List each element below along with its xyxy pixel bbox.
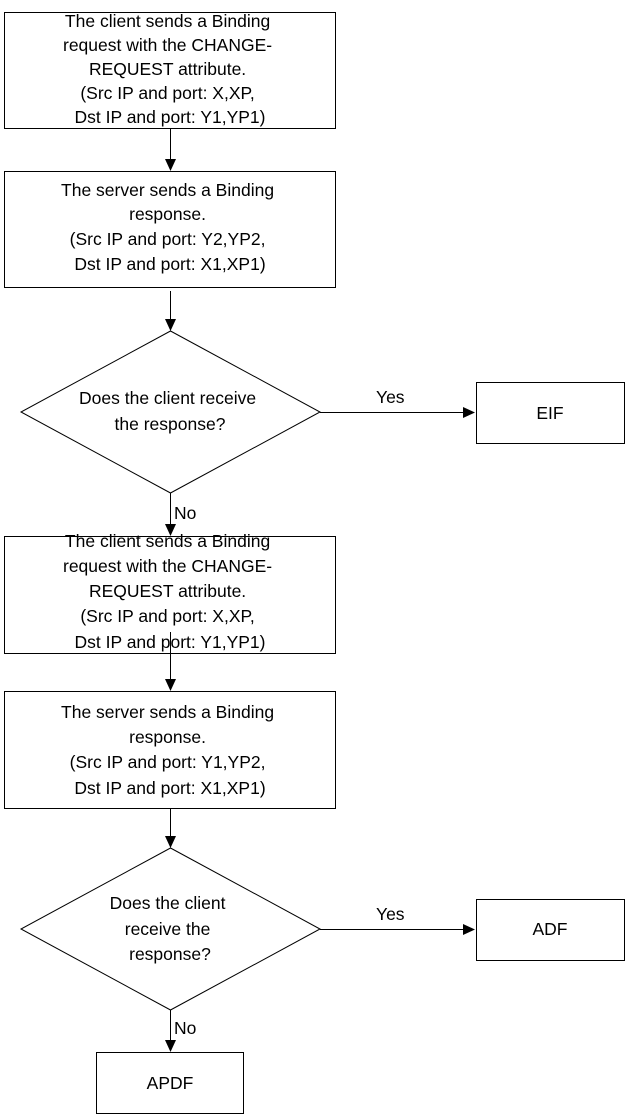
step2-line-4: Dst IP and port: X1,XP1): [74, 254, 265, 274]
decision2-line-2: receive the: [125, 919, 211, 939]
step1-text: The client sends a Binding request with …: [63, 11, 277, 127]
arrow-step2-to-decision1: [165, 291, 176, 331]
step2-node: The server sends a Binding response. (Sr…: [4, 171, 336, 288]
step1-line-4: (Src IP and port: X,XP,: [80, 83, 254, 103]
result-apdf-text: APDF: [147, 1073, 194, 1093]
decision1-line-2: the response?: [115, 414, 226, 434]
arrow-step3-to-step4: [165, 632, 176, 691]
decision1-no-label: No: [174, 503, 196, 523]
result-adf-node: ADF: [476, 899, 625, 961]
decision1-node: Does the client receive the response?: [19, 330, 322, 494]
arrow-step1-to-step2: [165, 129, 176, 171]
step2-line-2: response.: [129, 204, 206, 224]
step2-text: The server sends a Binding response. (Sr…: [61, 180, 279, 274]
arrow-decision2-yes: Yes: [320, 904, 475, 935]
arrow-step4-to-decision2: [165, 809, 176, 848]
step1-node: The client sends a Binding request with …: [4, 11, 336, 129]
step1-line-3: REQUEST attribute.: [89, 59, 246, 79]
step4-node: The server sends a Binding response. (Sr…: [4, 691, 336, 809]
arrow-decision1-yes: Yes: [320, 387, 475, 418]
step4-line-2: response.: [129, 727, 206, 747]
step3-node: The client sends a Binding request with …: [4, 531, 336, 654]
step3-line-1: The client sends a Binding: [65, 531, 270, 551]
arrow-decision1-no: No: [165, 493, 196, 536]
decision1-yes-label: Yes: [376, 387, 405, 407]
decision2-line-3: response?: [129, 944, 211, 964]
decision2-no-label: No: [174, 1018, 196, 1038]
step2-line-1: The server sends a Binding: [61, 180, 274, 200]
step2-line-3: (Src IP and port: Y2,YP2,: [70, 229, 266, 249]
decision1-line-1: Does the client receive: [79, 388, 256, 408]
decision1-text: Does the client receive the response?: [79, 388, 261, 434]
decision2-line-1: Does the client: [110, 893, 226, 913]
step1-line-1: The client sends a Binding: [65, 11, 270, 31]
step4-text: The server sends a Binding response. (Sr…: [61, 702, 279, 798]
step1-line-2: request with the CHANGE-: [63, 35, 272, 55]
result-apdf-node: APDF: [96, 1052, 244, 1114]
decision2-node: Does the client receive the response?: [19, 847, 322, 1011]
step4-line-4: Dst IP and port: X1,XP1): [74, 778, 265, 798]
result-adf-text: ADF: [533, 919, 568, 939]
step3-line-3: REQUEST attribute.: [89, 581, 246, 601]
step4-line-3: (Src IP and port: Y1,YP2,: [70, 752, 266, 772]
step3-line-2: request with the CHANGE-: [63, 556, 272, 576]
step1-line-5: Dst IP and port: Y1,YP1): [75, 107, 266, 127]
decision2-yes-label: Yes: [376, 904, 405, 924]
result-eif-node: EIF: [476, 382, 625, 444]
step4-line-1: The server sends a Binding: [61, 702, 274, 722]
step3-line-4: (Src IP and port: X,XP,: [80, 606, 254, 626]
decision2-text: Does the client receive the response?: [110, 893, 231, 964]
result-eif-text: EIF: [536, 403, 563, 423]
arrow-decision2-no: No: [165, 1010, 196, 1052]
